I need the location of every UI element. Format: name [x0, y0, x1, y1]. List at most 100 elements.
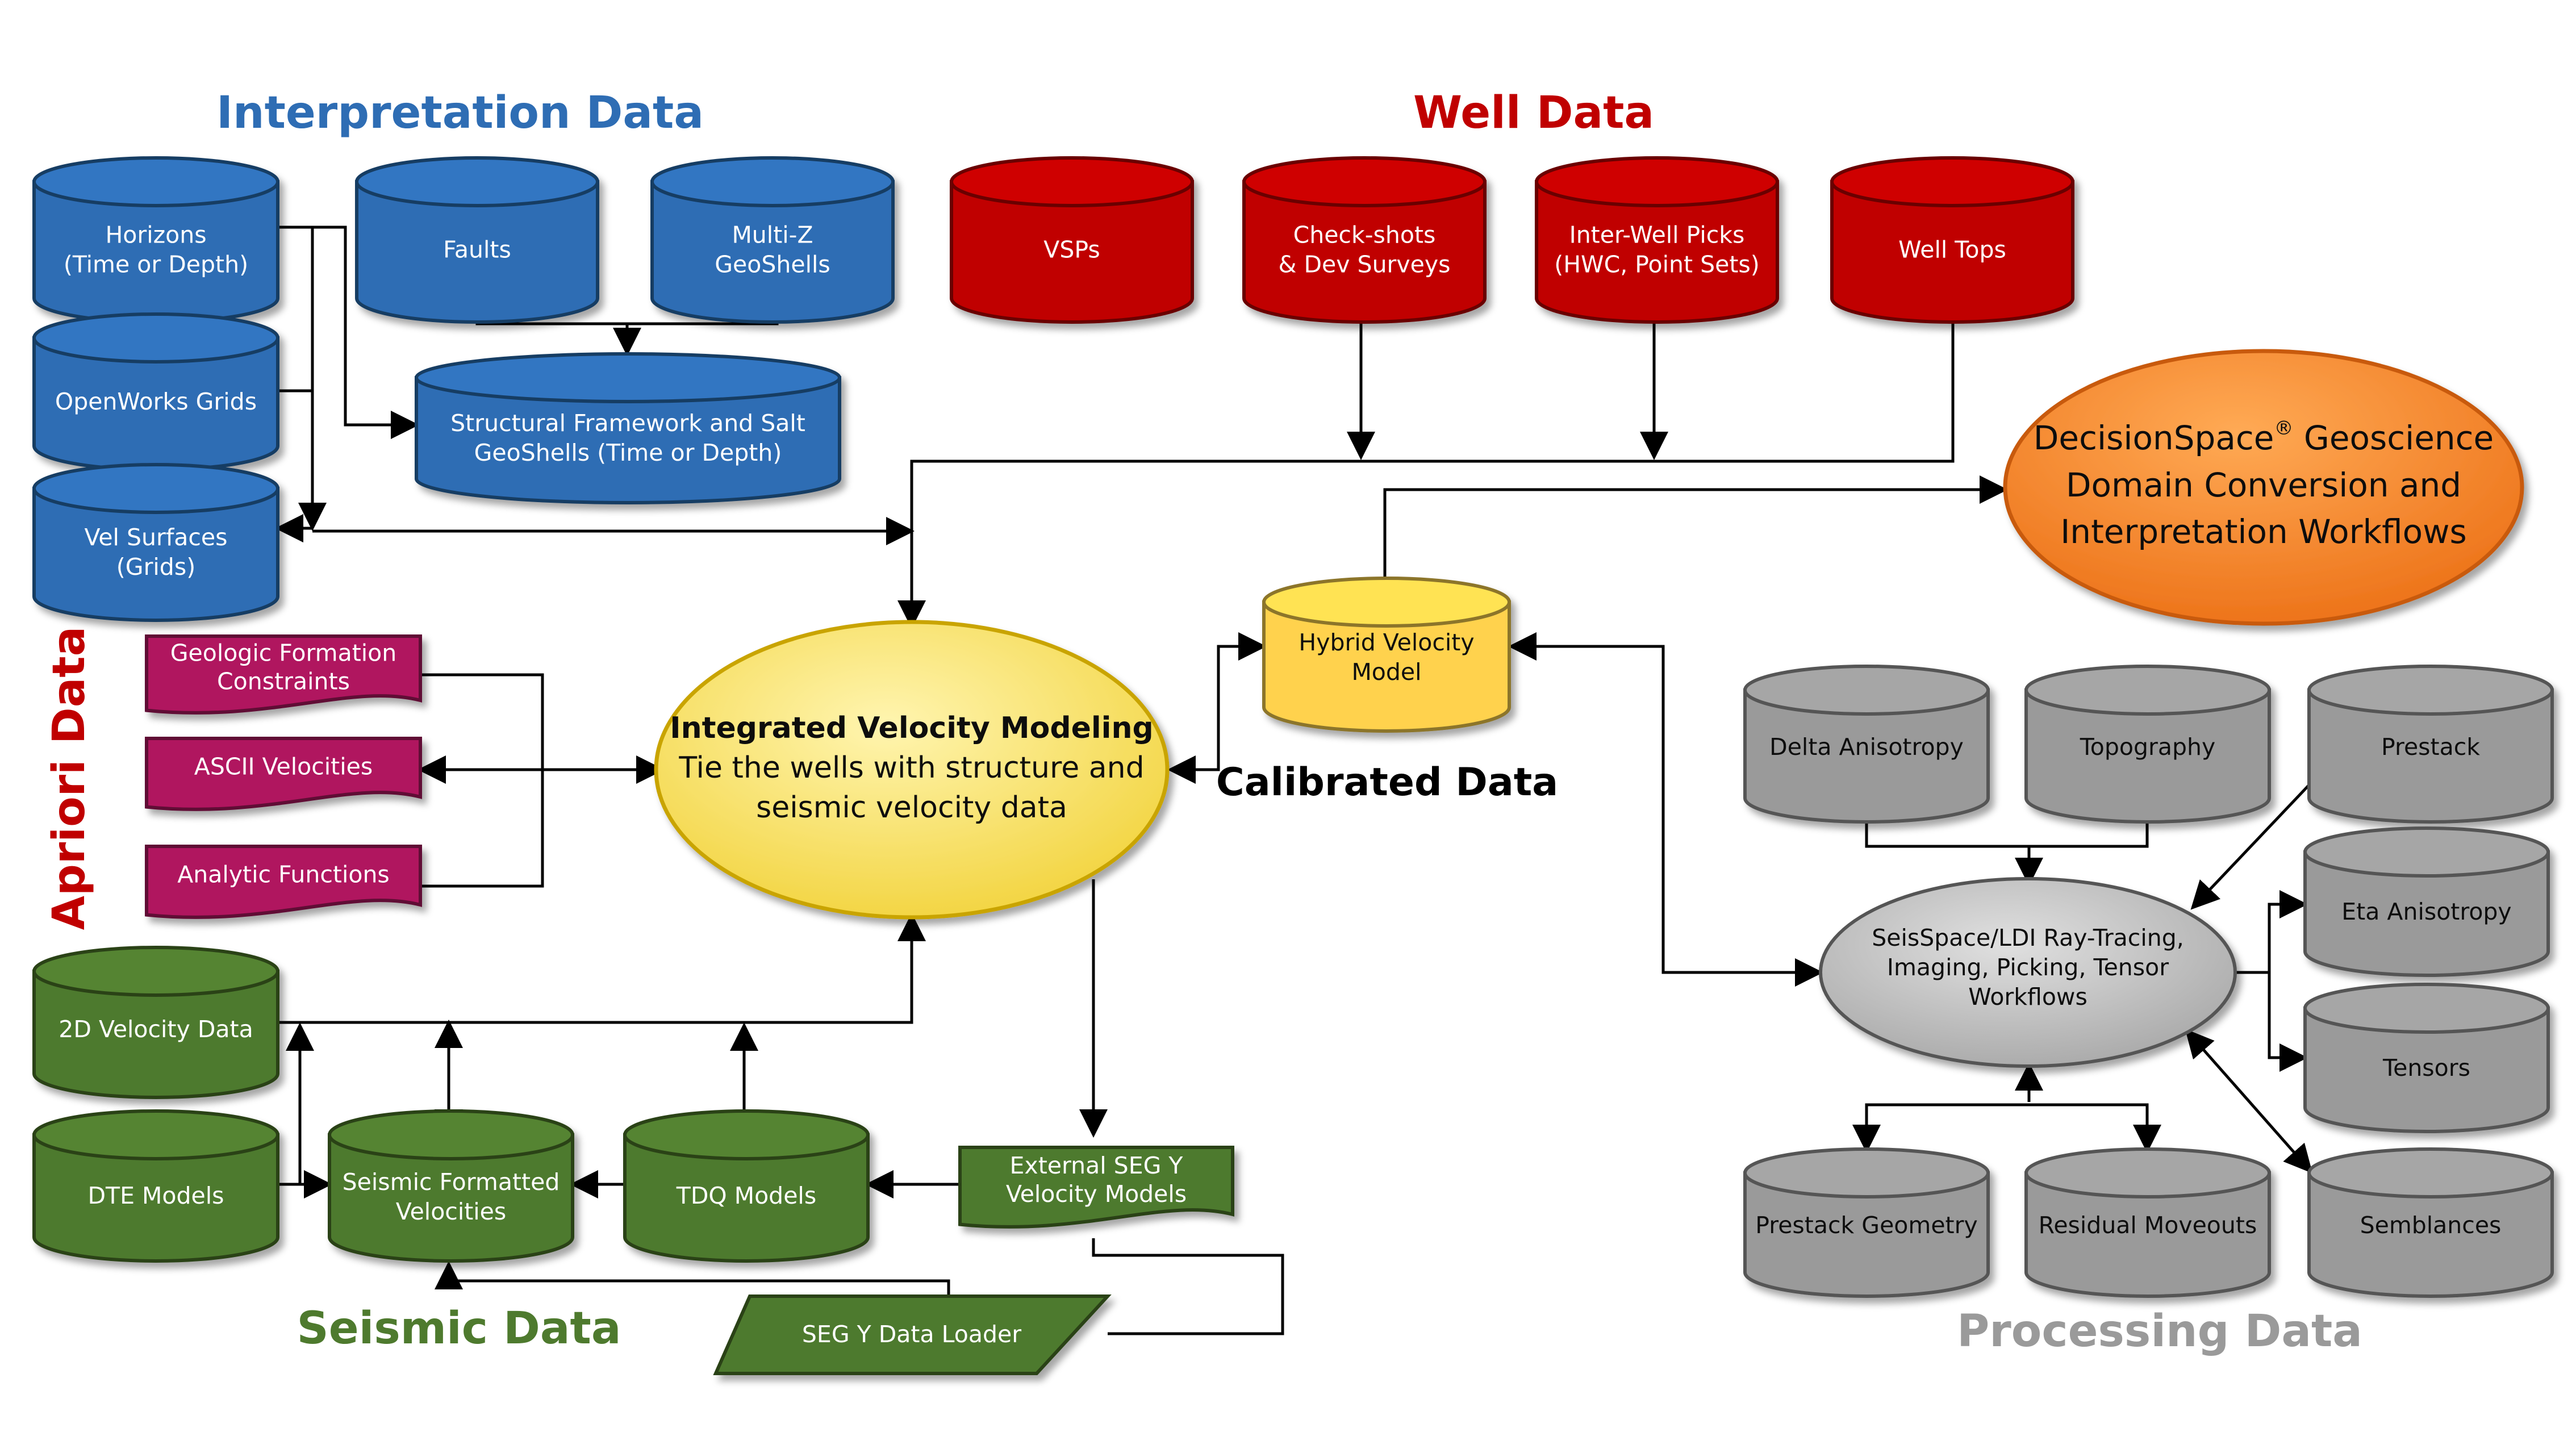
well-tops-cylinder[interactable]: Well Tops	[1830, 156, 2074, 324]
openworks-grids-cylinder[interactable]: OpenWorks Grids	[32, 312, 279, 471]
registered-mark: ®	[2274, 417, 2293, 440]
checkshots-cylinder-body	[1242, 180, 1487, 324]
hybrid-velocity-model-cylinder-body	[1262, 600, 1511, 733]
vel2d-cylinder[interactable]: 2D Velocity Data	[32, 946, 279, 1099]
decisionspace-line1: DecisionSpace® Geoscience	[2034, 417, 2494, 458]
well-tops-cylinder-top	[1830, 156, 2074, 207]
node-label-line: Hybrid Velocity	[1299, 629, 1474, 656]
tensors-cylinder-body	[2303, 1007, 2550, 1133]
node-label-line: Workflows	[1968, 983, 2087, 1010]
nodes-layer: Horizons(Time or Depth) Faults Multi-ZGeoS…	[32, 156, 2554, 1375]
dte-models-cylinder[interactable]: DTE Models	[32, 1109, 279, 1263]
decisionspace-name: DecisionSpace	[2034, 419, 2274, 457]
node-label-line: Multi-Z	[732, 222, 813, 249]
delta-anisotropy-cylinder-top	[1743, 665, 1990, 716]
node-label-line: (HWC, Point Sets)	[1554, 251, 1760, 278]
tensors-cylinder-top	[2303, 983, 2550, 1034]
node-label-line: Inter-Well Picks	[1569, 222, 1745, 249]
processing-data-title: Processing Data	[1957, 1306, 2362, 1357]
interpretation-data-title: Interpretation Data	[216, 87, 704, 139]
decisionspace-ellipse	[2003, 349, 2524, 626]
checkshots-cylinder-top	[1242, 156, 1487, 207]
structural-framework-cylinder-body	[415, 376, 841, 504]
external-segy-velocity-models-doc-shape	[958, 1146, 1234, 1229]
node-label-line: Velocities	[396, 1198, 507, 1225]
node-label-line: Seismic Formatted	[343, 1168, 560, 1196]
eta-anisotropy-cylinder-body	[2303, 850, 2550, 977]
tdq-models-cylinder-top	[623, 1109, 870, 1160]
seismic-data-title: Seismic Data	[297, 1303, 621, 1354]
residual-moveouts-cylinder-top	[2024, 1147, 2271, 1199]
vel-surfaces-cylinder[interactable]: Vel Surfaces(Grids)	[32, 463, 279, 622]
checkshots-cylinder[interactable]: Check-shots& Dev Surveys	[1242, 156, 1487, 324]
interwell-picks-cylinder[interactable]: Inter-Well Picks(HWC, Point Sets)	[1535, 156, 1779, 324]
delta-anisotropy-cylinder[interactable]: Delta Anisotropy	[1743, 665, 1990, 824]
semblances-cylinder[interactable]: Semblances	[2307, 1147, 2554, 1298]
node-label-line: Topography	[2080, 733, 2216, 761]
prestack-cylinder[interactable]: Prestack	[2307, 665, 2554, 824]
node-label-line: Analytic Functions	[177, 861, 390, 888]
node-label-line: Vel Surfaces	[84, 524, 227, 551]
prestack-cylinder-top	[2307, 665, 2554, 716]
node-label-line: ASCII Velocities	[194, 753, 373, 780]
vel-surfaces-cylinder-body	[32, 487, 279, 622]
analytic-functions-doc-shape	[145, 845, 422, 919]
node-label-line: External SEG Y	[1010, 1152, 1184, 1179]
node-label-line: 2D Velocity Data	[59, 1016, 253, 1043]
node-label-line: Model	[1351, 658, 1421, 686]
node-label-line: TDQ Models	[676, 1182, 816, 1209]
integrated-velocity-modeling-line: seismic velocity data	[756, 791, 1067, 825]
segy-data-loader[interactable]: SEG Y Data Loader	[713, 1295, 1112, 1375]
tensors-cylinder[interactable]: Tensors	[2303, 983, 2550, 1133]
analytic-functions-doc[interactable]: Analytic Functions	[145, 845, 422, 919]
interwell-picks-cylinder-body	[1535, 180, 1779, 324]
integrated-velocity-modeling-line: Tie the wells with structure and	[678, 751, 1144, 785]
node-label-line: SEG Y Data Loader	[802, 1321, 1021, 1348]
node-label-line: Residual Moveouts	[2039, 1212, 2257, 1239]
interwell-picks-cylinder-top	[1535, 156, 1779, 207]
node-label-line: Constraints	[217, 668, 350, 695]
faults-cylinder[interactable]: Faults	[355, 156, 599, 324]
tdq-models-cylinder[interactable]: TDQ Models	[623, 1109, 870, 1263]
structural-framework-cylinder-top	[415, 352, 841, 403]
ascii-velocities-doc[interactable]: ASCII Velocities	[145, 737, 422, 811]
seisspace-workflows-node[interactable]: SeisSpace/LDI Ray-Tracing,Imaging, Picki…	[1819, 877, 2237, 1068]
topography-cylinder[interactable]: Topography	[2024, 665, 2271, 824]
well-data-title: Well Data	[1413, 87, 1654, 139]
vsps-cylinder-body	[950, 180, 1194, 324]
residual-moveouts-cylinder[interactable]: Residual Moveouts	[2024, 1147, 2271, 1298]
prestack-geometry-cylinder[interactable]: Prestack Geometry	[1743, 1147, 1990, 1298]
residual-moveouts-cylinder-body	[2024, 1171, 2271, 1298]
node-label-line: GeoShells	[715, 251, 830, 278]
node-label-line: SeisSpace/LDI Ray-Tracing,	[1872, 924, 2184, 951]
hybrid-velocity-model-cylinder-top	[1262, 577, 1511, 628]
apriori-data-title: Apriori Data	[44, 627, 95, 930]
delta-anisotropy-cylinder-body	[1743, 688, 1990, 824]
eta-anisotropy-cylinder-top	[2303, 826, 2550, 878]
prestack-geometry-cylinder-body	[1743, 1171, 1990, 1298]
node-label-line: Prestack Geometry	[1755, 1212, 1978, 1239]
decisionspace-line3: Interpretation Workflows	[2060, 512, 2467, 551]
decisionspace-line2: Domain Conversion and	[2066, 466, 2461, 504]
integrated-velocity-modeling-title: Integrated Velocity Modeling	[670, 711, 1153, 745]
topography-cylinder-top	[2024, 665, 2271, 716]
decisionspace-geoscience: Geoscience	[2293, 419, 2494, 457]
seismic-formatted-velocities-cylinder-body	[328, 1133, 574, 1263]
node-label-line: DTE Models	[87, 1182, 224, 1209]
node-label-line: Tensors	[2382, 1054, 2470, 1081]
node-label-line: (Grids)	[116, 553, 195, 581]
horizons-cylinder[interactable]: Horizons(Time or Depth)	[32, 156, 279, 324]
node-label-line: & Dev Surveys	[1278, 251, 1450, 278]
node-label-line: OpenWorks Grids	[55, 388, 257, 415]
eta-anisotropy-cylinder[interactable]: Eta Anisotropy	[2303, 826, 2550, 977]
vsps-cylinder[interactable]: VSPs	[950, 156, 1194, 324]
vsps-cylinder-top	[950, 156, 1194, 207]
